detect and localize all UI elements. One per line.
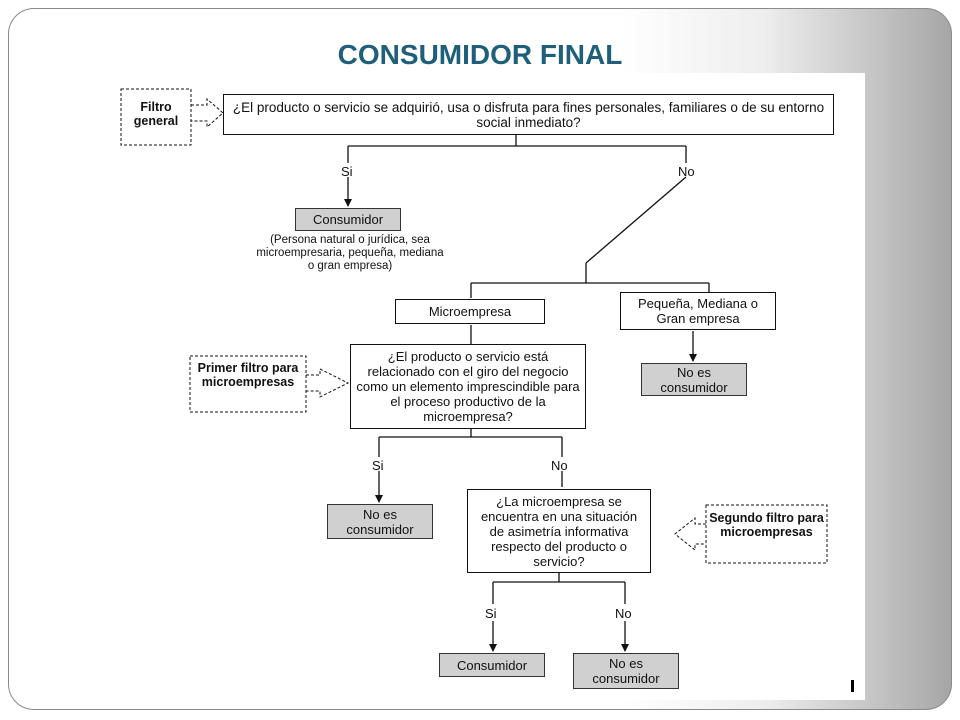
microenterprise-box: Microempresa: [395, 299, 545, 324]
consumer-result-1-note: (Persona natural o jurídica, sea microem…: [256, 234, 444, 272]
q2-business-relation-question: ¿El producto o servicio está relacionado…: [350, 344, 586, 429]
q1-yes-label: Si: [341, 164, 353, 179]
flowchart-connectors: [120, 88, 828, 652]
flowchart: ¿El producto o servicio se adquirió, usa…: [95, 73, 865, 700]
consumer-result-2: Consumidor: [439, 653, 545, 677]
small-medium-large-enterprise-box: Pequeña, Mediana o Gran empresa: [620, 292, 776, 330]
q2-no-label: No: [551, 458, 568, 473]
slide-title: CONSUMIDOR FINAL: [337, 39, 623, 70]
second-filter-tag: Segundo filtro para microempresas: [709, 511, 824, 539]
general-filter-tag: Filtro general: [133, 100, 179, 128]
not-consumer-result-1: No es consumidor: [641, 363, 747, 396]
first-filter-tag: Primer filtro para microempresas: [197, 361, 299, 389]
q3-no-label: No: [615, 606, 632, 621]
consumer-result-1: Consumidor: [295, 208, 401, 231]
q3-information-asymmetry-question: ¿La microempresa se encuentra en una sit…: [467, 489, 651, 573]
edge-mark: [851, 680, 854, 692]
q2-yes-label: Si: [372, 458, 384, 473]
q1-no-label: No: [678, 164, 695, 179]
q1-personal-use-question: ¿El producto o servicio se adquirió, usa…: [223, 94, 834, 135]
q3-yes-label: Si: [485, 606, 497, 621]
not-consumer-result-3: No es consumidor: [573, 653, 679, 689]
not-consumer-result-2: No es consumidor: [327, 504, 433, 539]
